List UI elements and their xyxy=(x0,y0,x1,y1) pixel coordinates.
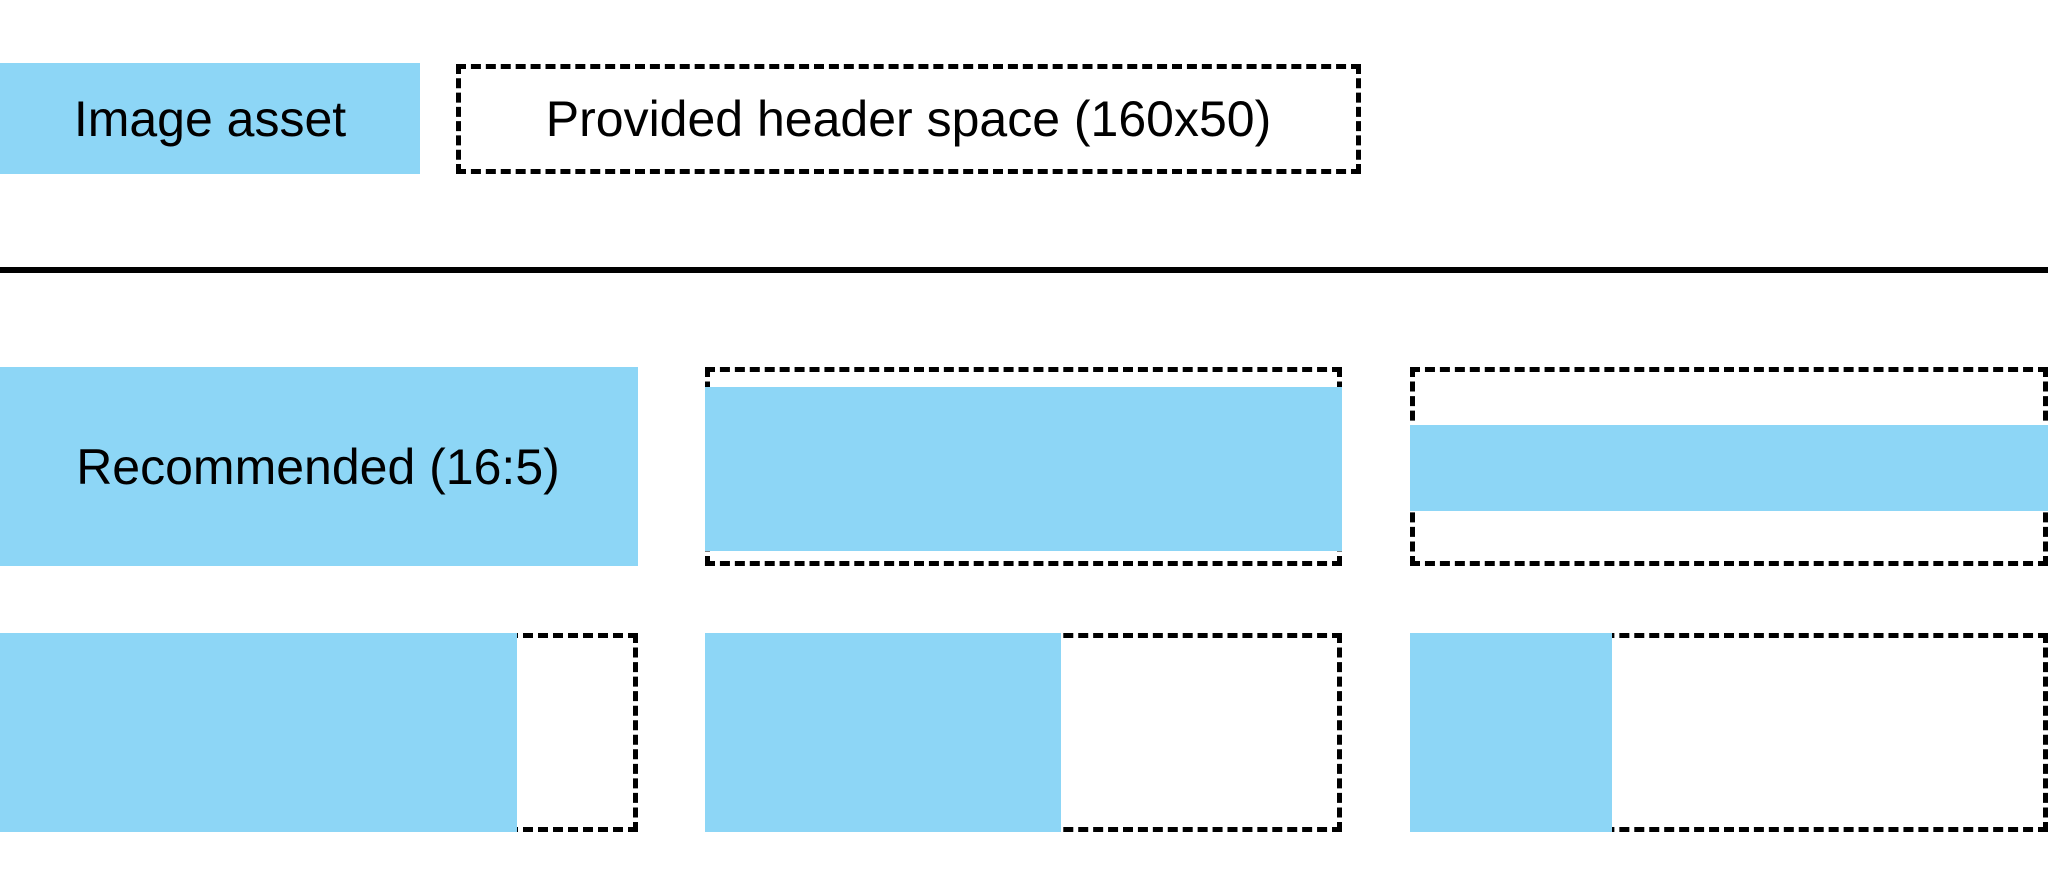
asset-fill-recommended xyxy=(0,367,638,566)
recommended-label: Recommended (16:5) xyxy=(76,438,560,495)
legend-image-asset-label: Image asset xyxy=(73,90,347,147)
legend-header-space-label: Provided header space (160x50) xyxy=(545,91,1272,147)
legend-image-asset-swatch: Image asset xyxy=(0,63,420,174)
asset-fill-tall-55pct xyxy=(705,633,1061,832)
demo-box-tall-31pct xyxy=(1410,633,2048,832)
demo-box-tall-81pct xyxy=(0,633,638,832)
demo-box-recommended: Recommended (16:5) xyxy=(0,367,638,566)
asset-fill-extra-wide-centered xyxy=(1410,425,2048,511)
asset-fill-tall-81pct xyxy=(0,633,517,832)
demo-box-tall-55pct xyxy=(705,633,1342,832)
demo-box-extra-wide-centered xyxy=(1410,367,2048,566)
legend-header-space-box: Provided header space (160x50) xyxy=(456,64,1361,174)
section-divider xyxy=(0,267,2048,273)
demo-box-wide-centered xyxy=(705,367,1342,566)
asset-fill-tall-31pct xyxy=(1410,633,1612,832)
asset-fill-wide-centered xyxy=(705,387,1342,551)
